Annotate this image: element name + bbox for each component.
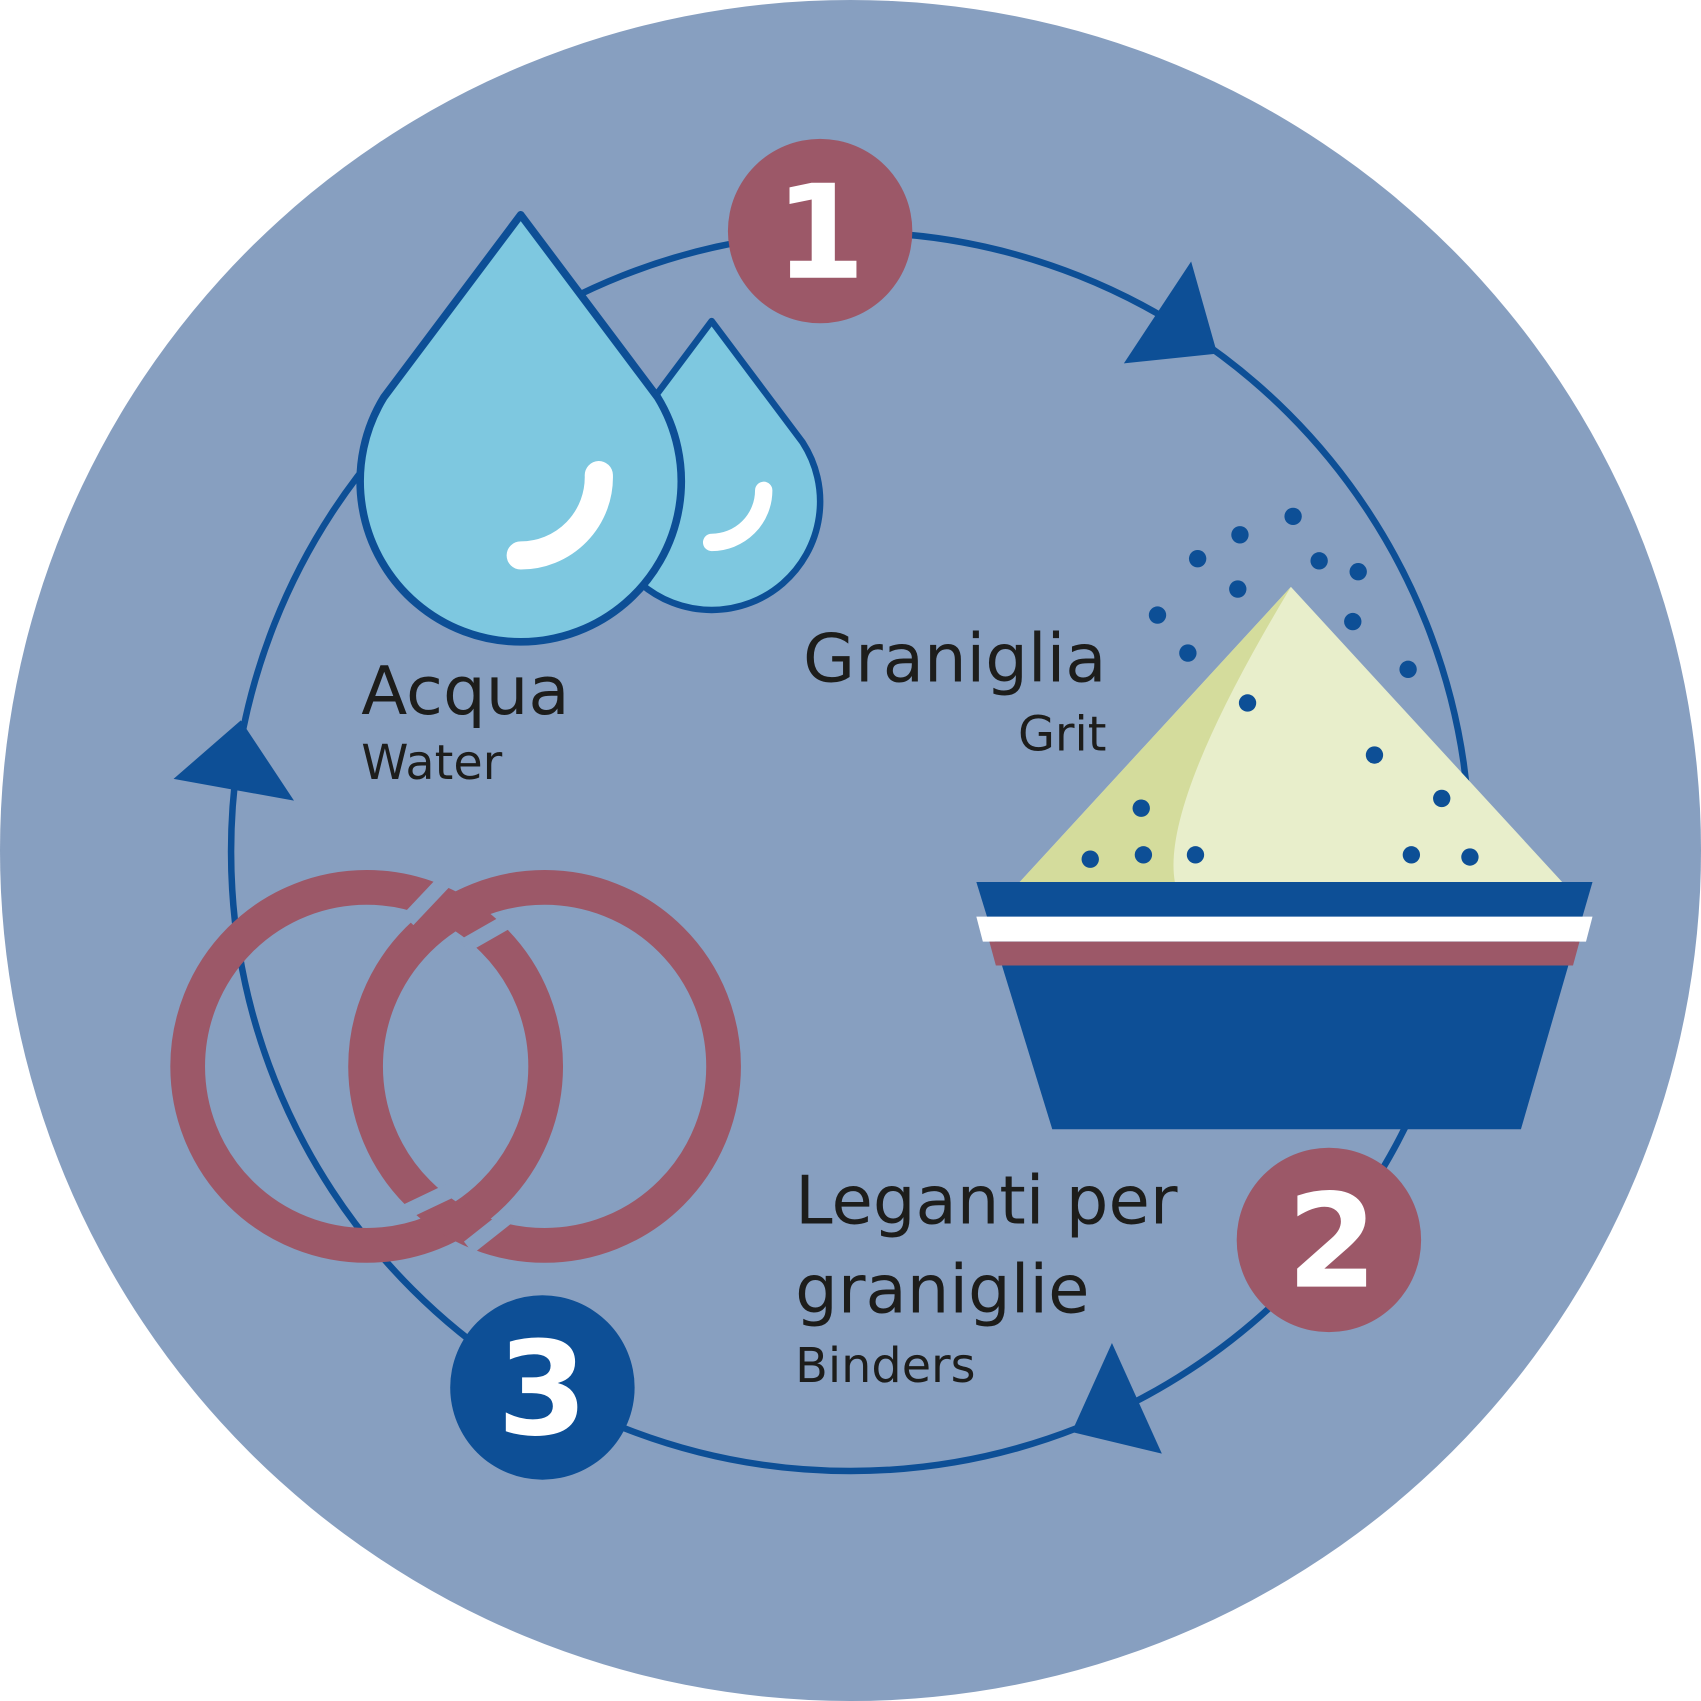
grit-dot [1188, 550, 1207, 568]
binders-label-line2: graniglie [795, 1251, 1089, 1329]
svg-text:3: 3 [497, 1313, 588, 1465]
step-badge-1: 1 [727, 138, 913, 324]
grit-dot [1229, 580, 1247, 598]
grit-dot [1399, 660, 1417, 679]
grit-dot [1238, 694, 1257, 712]
arrow-head-icon [1123, 261, 1218, 364]
grit-dot [1134, 846, 1153, 864]
arrow-head-icon [173, 720, 294, 801]
grit-dot [1148, 606, 1167, 624]
binders-label-line1: Leganti per [795, 1162, 1178, 1240]
grit-dot [1402, 846, 1421, 864]
grit-dot [1179, 644, 1197, 662]
arrow-head-icon [1071, 1343, 1162, 1454]
grit-dot [1461, 848, 1479, 866]
grit-dot [1132, 799, 1150, 817]
grit-dot [1186, 846, 1205, 864]
grit-dot [1231, 526, 1249, 544]
step-badge-3: 3 [450, 1295, 635, 1480]
step-badge-2: 2 [1236, 1147, 1422, 1333]
grit-dot [1349, 563, 1367, 581]
svg-text:2: 2 [1287, 1166, 1378, 1318]
grit-dot [1365, 746, 1384, 764]
grit-dot [1433, 789, 1451, 808]
grit-dot [1284, 507, 1302, 526]
grit-sublabel: Grit [1018, 708, 1107, 763]
binder-rings-icon [170, 870, 741, 1263]
water-drops-icon [356, 210, 824, 646]
svg-text:1: 1 [775, 157, 866, 309]
grit-dot [1310, 552, 1328, 570]
grit-dot [1344, 612, 1362, 631]
binders-sublabel: Binders [795, 1339, 975, 1394]
water-label: Acqua [361, 652, 569, 730]
grit-dot [1081, 850, 1099, 868]
grit-label: Graniglia [803, 619, 1107, 697]
water-sublabel: Water [361, 736, 502, 791]
